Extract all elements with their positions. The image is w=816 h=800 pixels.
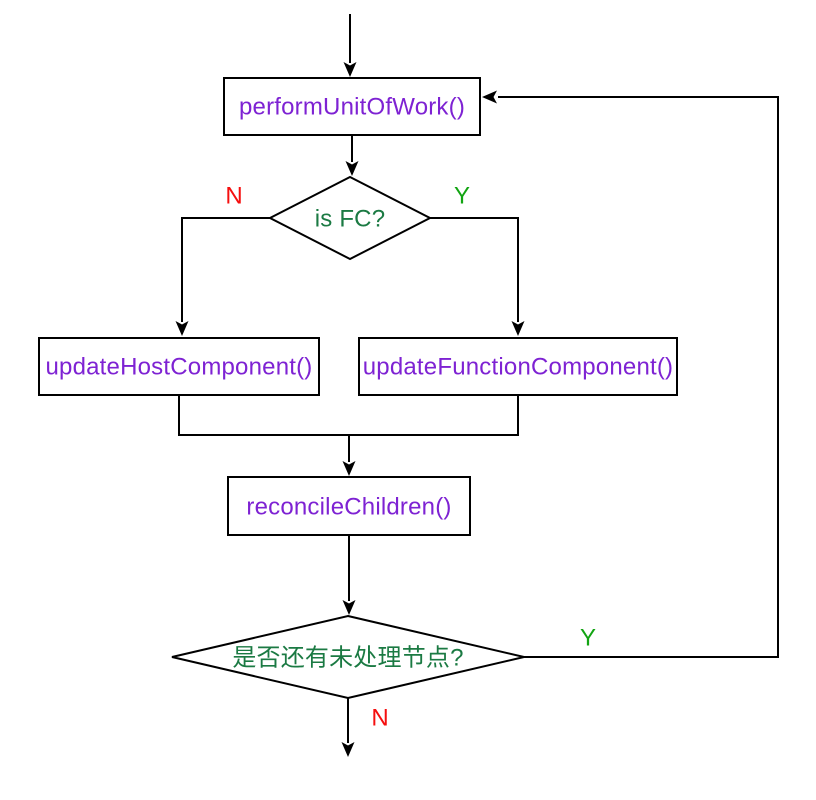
arrowhead-down-icon: [345, 161, 359, 176]
process-node-perform-unit-of-work: [223, 77, 481, 136]
arrowhead-down-icon: [342, 461, 356, 476]
is-fc-yes-label: Y: [454, 183, 470, 210]
has-unprocessed-label: 是否还有未处理节点?: [232, 645, 463, 672]
is-fc-no-label: N: [225, 183, 242, 210]
connector-isfc-no-to-host: [181, 217, 270, 322]
decision-node-has-unprocessed: [171, 614, 525, 700]
edge-labels: N Y Y N: [225, 183, 596, 732]
connector-loop-yes-to-perform: [498, 96, 779, 658]
connector-isfc-yes-to-function: [430, 217, 519, 322]
process-node-reconcile-children: [227, 476, 471, 536]
node-labels: performUnitOfWork() is FC? updateHostCom…: [45, 94, 673, 672]
arrowhead-down-icon: [175, 321, 189, 336]
connector-function-to-merge: [349, 395, 519, 436]
reconcile-children-label: reconcileChildren(): [246, 494, 451, 521]
arrowhead-left-icon: [482, 90, 497, 104]
arrowhead-down-icon: [511, 321, 525, 336]
decision-node-is-fc: [267, 175, 433, 261]
has-unprocessed-yes-label: Y: [580, 625, 596, 652]
update-function-component-label: updateFunctionComponent(): [363, 354, 674, 381]
arrowhead-down-icon: [341, 742, 355, 757]
process-node-update-host-component: [38, 337, 320, 396]
diagram-geometry: [38, 14, 779, 743]
arrowhead-down-icon: [343, 62, 357, 77]
connectors: [178, 14, 779, 743]
update-host-component-label: updateHostComponent(): [45, 354, 312, 381]
nodes: [38, 77, 678, 700]
is-fc-label: is FC?: [315, 206, 386, 233]
perform-unit-of-work-label: performUnitOfWork(): [239, 94, 465, 121]
connector-host-to-merge: [178, 395, 349, 436]
process-node-update-function-component: [358, 337, 678, 396]
arrowheads: [175, 62, 525, 757]
arrowhead-down-icon: [342, 600, 356, 615]
has-unprocessed-no-label: N: [371, 705, 388, 732]
